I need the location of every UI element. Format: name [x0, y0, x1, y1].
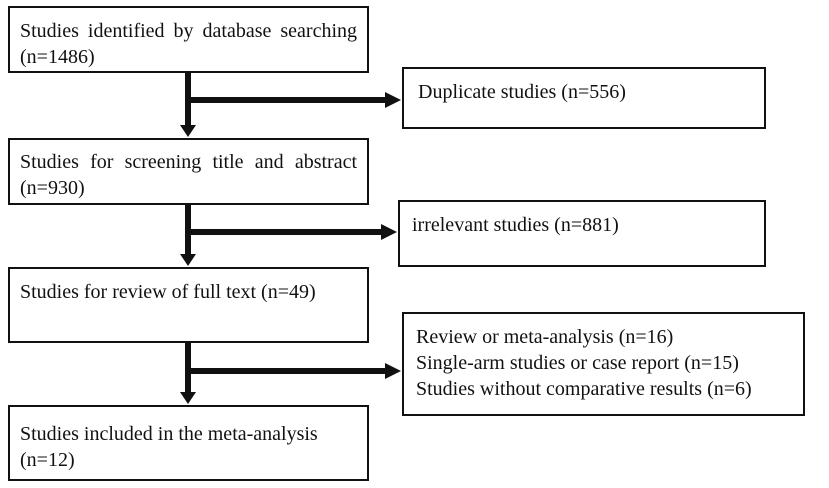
arrow-right-3-head	[385, 363, 401, 379]
duplicate-studies-box: Duplicate studies (n=556)	[402, 67, 766, 129]
included-studies-text: Studies included in the meta-analysis (n…	[20, 423, 318, 471]
excluded-reason-no-comparison: Studies without comparative results (n=6…	[416, 378, 752, 400]
arrow-right-3-shaft	[191, 368, 387, 374]
arrow-right-1-head	[385, 92, 401, 108]
identified-studies-box: Studies identified by database searching…	[8, 6, 369, 73]
arrow-down-2-shaft	[185, 205, 191, 256]
arrow-down-2-head	[180, 254, 196, 266]
irrelevant-studies-box: irrelevant studies (n=881)	[398, 200, 766, 267]
arrow-down-3-head	[180, 392, 196, 404]
arrow-down-1-shaft	[185, 73, 191, 127]
arrow-right-1-shaft	[191, 97, 387, 103]
full-text-review-text: Studies for review of full text (n=49)	[20, 281, 316, 303]
arrow-down-3-shaft	[185, 343, 191, 394]
screening-studies-box: Studies for screening title and abstract…	[8, 138, 369, 205]
excluded-reason-single-arm: Single-arm studies or case report (n=15)	[416, 352, 739, 374]
included-studies-box: Studies included in the meta-analysis (n…	[8, 405, 369, 481]
excluded-studies-box: Review or meta-analysis (n=16) Single-ar…	[402, 312, 805, 416]
duplicate-studies-text: Duplicate studies (n=556)	[418, 81, 626, 103]
excluded-reason-review: Review or meta-analysis (n=16)	[416, 326, 674, 348]
full-text-review-box: Studies for review of full text (n=49)	[8, 267, 369, 343]
screening-studies-text: Studies for screening title and abstract…	[20, 151, 357, 199]
arrow-right-2-head	[381, 224, 397, 240]
identified-studies-text: Studies identified by database searching…	[20, 20, 357, 68]
arrow-right-2-shaft	[191, 229, 383, 235]
arrow-down-1-head	[180, 125, 196, 137]
irrelevant-studies-text: irrelevant studies (n=881)	[412, 214, 619, 236]
